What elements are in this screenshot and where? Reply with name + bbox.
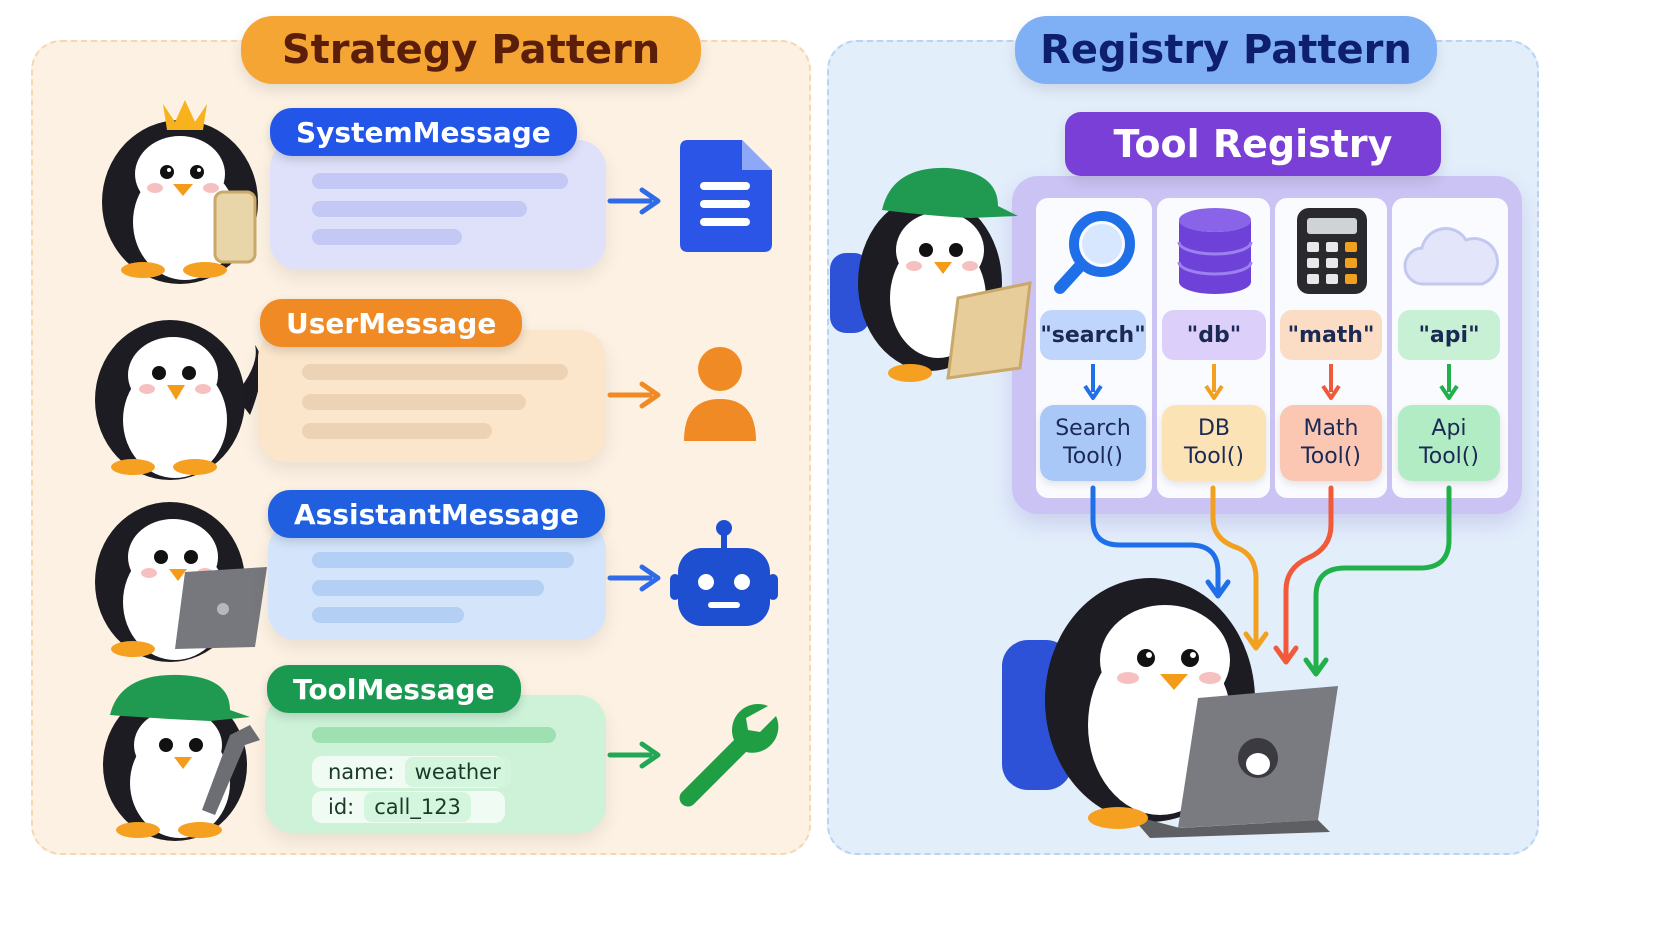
field-key: name: <box>328 760 395 784</box>
text-line <box>312 173 568 189</box>
tool-call: Tool() <box>1301 444 1361 469</box>
text-line <box>302 364 568 380</box>
field-key: id: <box>328 795 355 819</box>
tool-name: Search <box>1055 416 1131 441</box>
field-value: weather <box>404 757 511 787</box>
arrow-right-icon <box>607 187 661 215</box>
tool-name: Api <box>1431 416 1467 441</box>
registry-key-api: "api" <box>1398 310 1500 360</box>
tool-registry-title: Tool Registry <box>1065 112 1441 176</box>
penguin-clipboard <box>830 167 1032 382</box>
system-message-label: SystemMessage <box>270 108 577 156</box>
penguin-wrench <box>103 674 260 841</box>
tool-call: Tool() <box>1419 444 1479 469</box>
db-tool-box: DB Tool() <box>1162 405 1266 481</box>
assistant-message-label: AssistantMessage <box>268 490 605 538</box>
arrow-right-icon <box>607 564 661 592</box>
text-line <box>302 423 492 439</box>
strategy-title: Strategy Pattern <box>241 16 701 84</box>
arrow-right-icon <box>607 381 661 409</box>
text-line <box>302 394 526 410</box>
tool-name: Math <box>1303 416 1359 441</box>
tool-name-field: name: weather <box>312 756 511 788</box>
registry-key-search: "search" <box>1040 310 1146 360</box>
user-message-label: UserMessage <box>260 299 523 347</box>
text-line <box>312 607 464 623</box>
penguin-waving <box>95 320 262 480</box>
user-icon <box>684 347 756 441</box>
document-icon <box>680 140 772 252</box>
penguin-coder <box>1002 578 1338 838</box>
cloud-icon <box>1403 227 1499 286</box>
arrow-down-icon <box>1083 364 1103 400</box>
tool-call: Tool() <box>1063 444 1123 469</box>
text-line <box>312 580 544 596</box>
tool-message-label: ToolMessage <box>267 665 521 713</box>
arrow-down-icon <box>1321 364 1341 400</box>
wrench-icon <box>679 704 779 807</box>
database-icon <box>1177 208 1253 294</box>
tool-name: DB <box>1197 416 1231 441</box>
tool-call: Tool() <box>1184 444 1244 469</box>
text-line <box>312 727 556 743</box>
text-line <box>312 229 462 245</box>
arrow-down-icon <box>1204 364 1224 400</box>
tool-id-field: id: call_123 <box>312 791 505 823</box>
field-value: call_123 <box>364 792 471 822</box>
arrow-right-icon <box>607 741 661 769</box>
magnifier-icon <box>1054 211 1135 294</box>
registry-key-db: "db" <box>1162 310 1266 360</box>
arrow-down-icon <box>1439 364 1459 400</box>
robot-icon <box>670 520 778 626</box>
penguin-laptop <box>95 502 267 662</box>
text-line <box>312 552 574 568</box>
penguin-king <box>102 100 258 284</box>
registry-key-math: "math" <box>1280 310 1382 360</box>
calculator-icon <box>1297 208 1367 294</box>
text-line <box>312 201 527 217</box>
registry-title: Registry Pattern <box>1015 16 1437 84</box>
